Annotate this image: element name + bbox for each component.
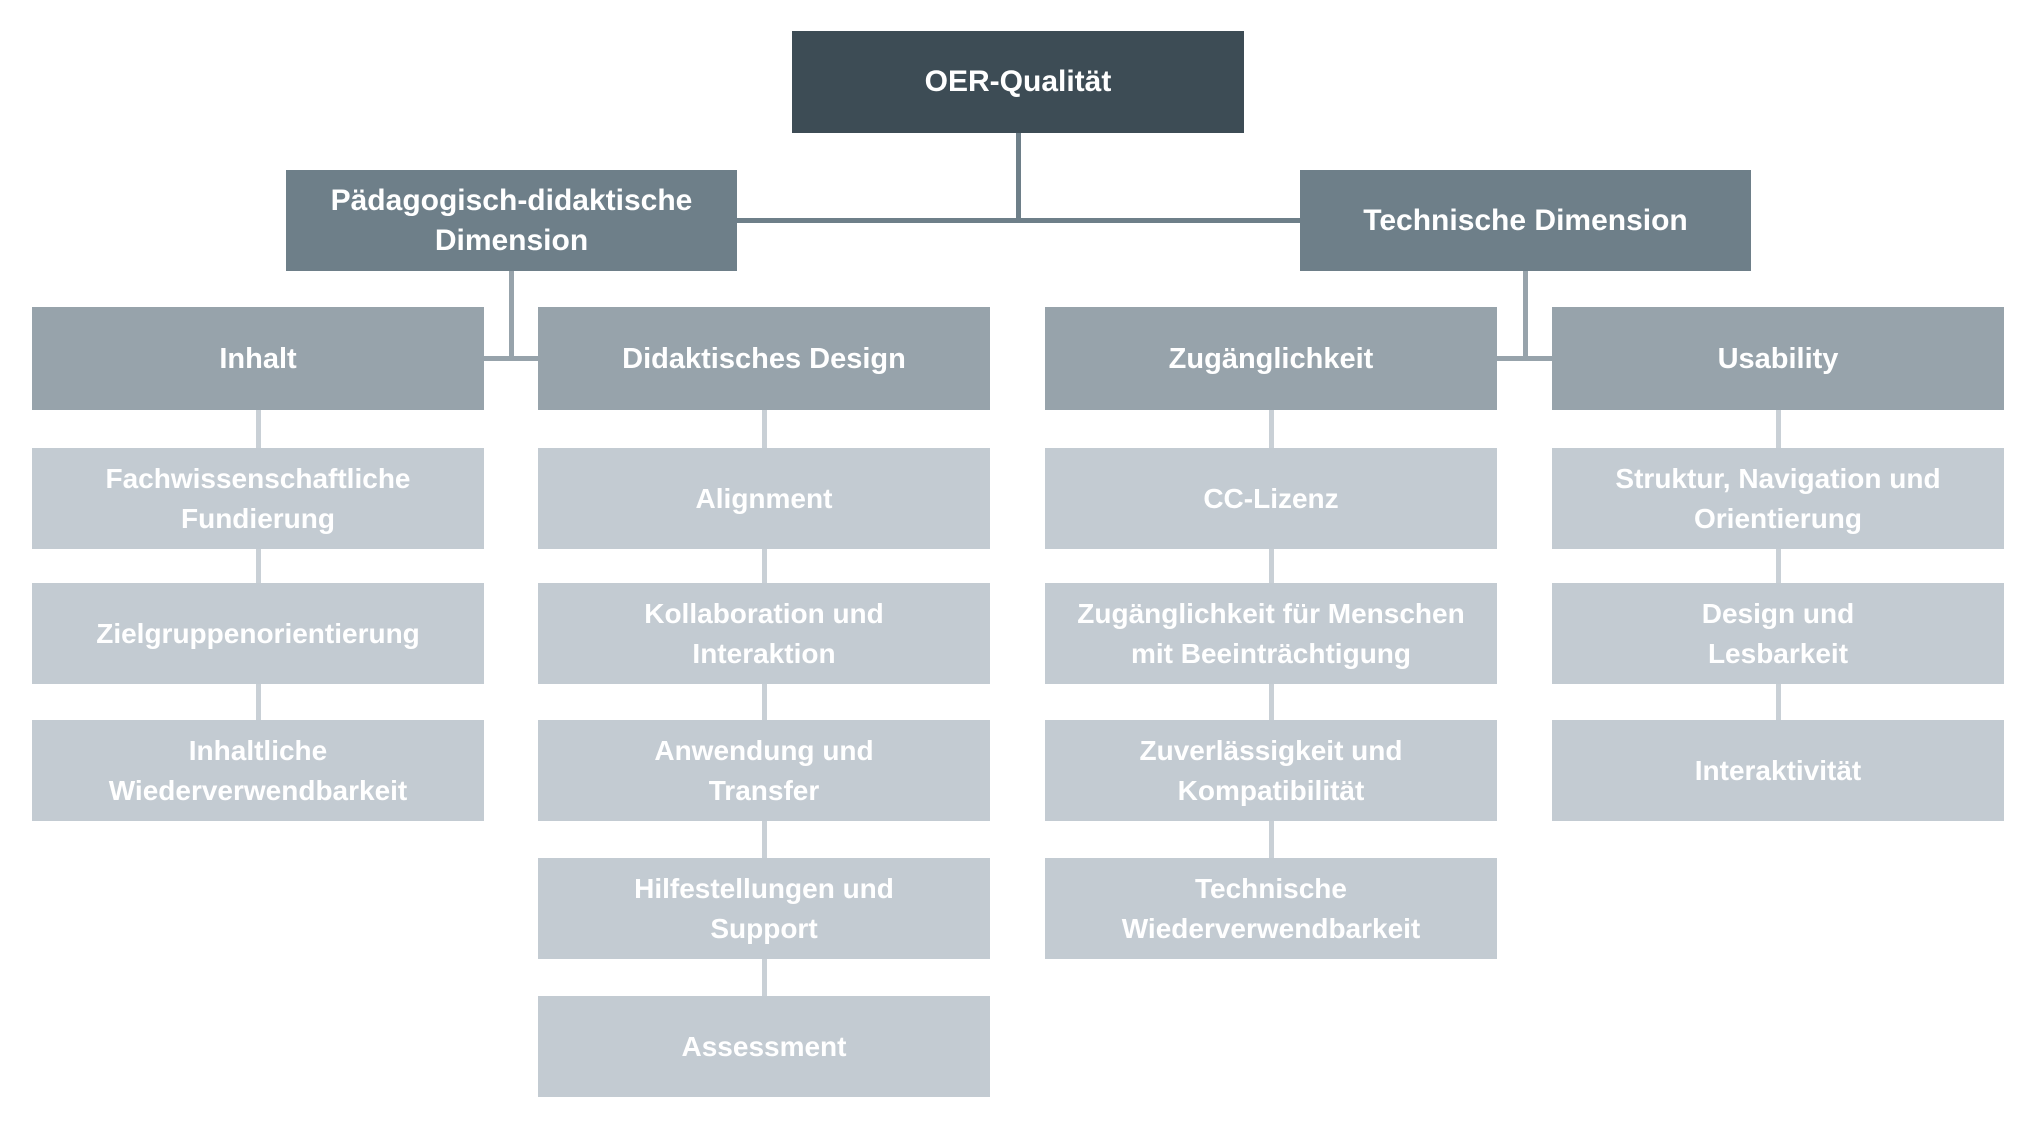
- node-label: Inhaltliche Wiederverwendbarkeit: [108, 734, 408, 806]
- node-label: CC-Lizenz: [1203, 482, 1339, 514]
- connector-col3-seg3: [1269, 682, 1274, 722]
- node-fachwissenschaftliche-fundierung: Fachwissenschaftliche Fundierung: [32, 448, 484, 549]
- connector-col1-seg1: [256, 408, 261, 450]
- connector-col4-seg2: [1776, 547, 1781, 585]
- node-technische-dimension: Technische Dimension: [1300, 170, 1751, 271]
- node-interaktivitaet: Interaktivität: [1552, 720, 2004, 821]
- node-label: Inhalt: [219, 342, 297, 375]
- node-kollaboration-interaktion: Kollaboration und Interaktion: [538, 583, 990, 684]
- node-inhaltliche-wiederverwendbarkeit: Inhaltliche Wiederverwendbarkeit: [32, 720, 484, 821]
- connector-dimension1-vertical: [509, 271, 514, 361]
- node-didaktisches-design: Didaktisches Design: [538, 307, 990, 410]
- connector-col2-seg3: [762, 682, 767, 722]
- node-label: Zielgruppenorientierung: [96, 617, 420, 649]
- node-label: Anwendung und Transfer: [654, 734, 874, 806]
- node-label: Pädagogisch-didaktische Dimension: [330, 183, 693, 257]
- node-anwendung-transfer: Anwendung und Transfer: [538, 720, 990, 821]
- node-zielgruppenorientierung: Zielgruppenorientierung: [32, 583, 484, 684]
- node-label: Kollaboration und Interaktion: [644, 597, 884, 669]
- node-inhalt: Inhalt: [32, 307, 484, 410]
- node-label: Alignment: [695, 482, 833, 514]
- node-zugaenglichkeit-beeintraechtigung: Zugänglichkeit für Menschen mit Beeinträ…: [1045, 583, 1497, 684]
- node-alignment: Alignment: [538, 448, 990, 549]
- node-zugaenglichkeit: Zugänglichkeit: [1045, 307, 1497, 410]
- connector-col3-seg1: [1269, 408, 1274, 450]
- connector-col4-seg1: [1776, 408, 1781, 450]
- node-label: Fachwissenschaftliche Fundierung: [105, 462, 411, 534]
- connector-col1-seg2: [256, 547, 261, 585]
- node-label: Assessment: [681, 1030, 847, 1062]
- connector-dimension2-horizontal: [1496, 356, 1554, 361]
- node-usability: Usability: [1552, 307, 2004, 410]
- node-label: Zugänglichkeit: [1168, 342, 1374, 375]
- connector-col2-seg5: [762, 957, 767, 998]
- node-assessment: Assessment: [538, 996, 990, 1097]
- connector-col4-seg3: [1776, 682, 1781, 722]
- connector-dimension1-horizontal: [484, 356, 540, 361]
- connector-col1-seg3: [256, 682, 261, 722]
- node-label: Interaktivität: [1694, 754, 1862, 786]
- connector-col3-seg4: [1269, 819, 1274, 860]
- node-hilfestellungen-support: Hilfestellungen und Support: [538, 858, 990, 959]
- node-label: Didaktisches Design: [622, 342, 906, 375]
- connector-col3-seg2: [1269, 547, 1274, 585]
- node-label: Zuverlässigkeit und Kompatibilität: [1139, 734, 1403, 806]
- node-label: Struktur, Navigation und Orientierung: [1615, 462, 1941, 534]
- node-label: Technische Wiederverwendbarkeit: [1121, 872, 1421, 944]
- connector-dimensions-horizontal: [737, 218, 1300, 223]
- node-label: OER-Qualität: [924, 65, 1112, 98]
- node-label: Design und Lesbarkeit: [1701, 597, 1855, 669]
- node-label: Technische Dimension: [1363, 203, 1688, 237]
- node-label: Hilfestellungen und Support: [634, 872, 894, 944]
- node-design-lesbarkeit: Design und Lesbarkeit: [1552, 583, 2004, 684]
- connector-col2-seg4: [762, 819, 767, 860]
- node-oer-qualitaet: OER-Qualität: [792, 31, 1244, 133]
- node-label: Usability: [1717, 342, 1839, 375]
- connector-col2-seg2: [762, 547, 767, 585]
- connector-root-vertical: [1016, 133, 1021, 223]
- node-technische-wiederverwendbarkeit: Technische Wiederverwendbarkeit: [1045, 858, 1497, 959]
- node-paedagogisch-didaktische-dimension: Pädagogisch-didaktische Dimension: [286, 170, 737, 271]
- node-struktur-navigation-orientierung: Struktur, Navigation und Orientierung: [1552, 448, 2004, 549]
- node-label: Zugänglichkeit für Menschen mit Beeinträ…: [1077, 597, 1465, 669]
- connector-col2-seg1: [762, 408, 767, 450]
- node-zuverlaessigkeit-kompatibilitaet: Zuverlässigkeit und Kompatibilität: [1045, 720, 1497, 821]
- node-cc-lizenz: CC-Lizenz: [1045, 448, 1497, 549]
- connector-dimension2-vertical: [1523, 271, 1528, 361]
